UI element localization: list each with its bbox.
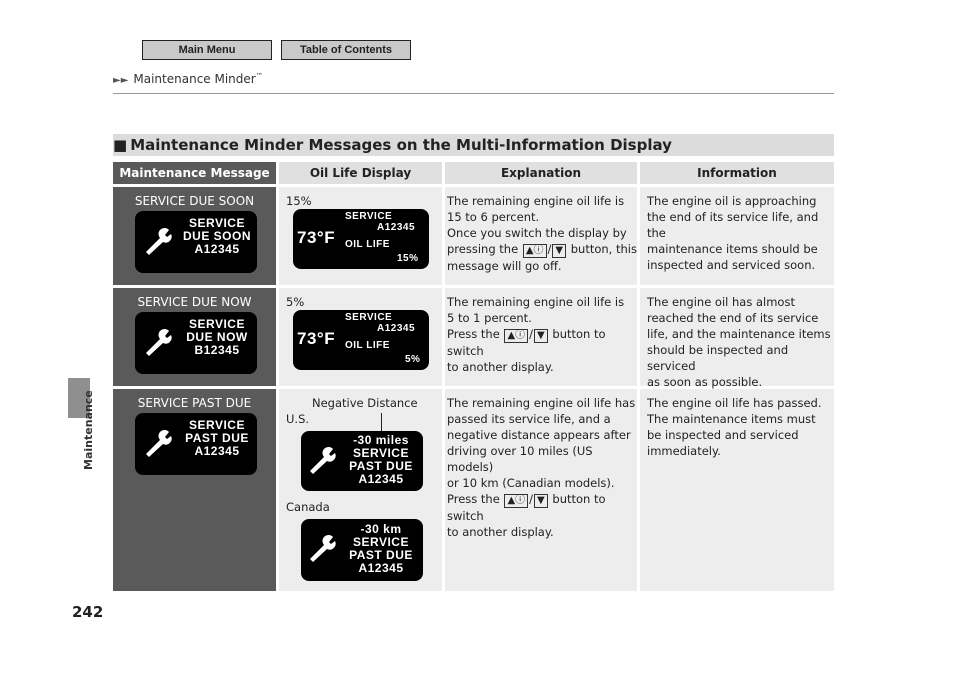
info-up-button-icon: ▲ⓘ — [522, 244, 547, 258]
oil-service-label: SERVICE — [345, 312, 393, 323]
display-line-3: A12345 — [358, 561, 404, 575]
oil-percent: 15% — [286, 194, 312, 208]
temperature-readout: 73°F — [297, 228, 336, 247]
us-label: U.S. — [286, 412, 310, 426]
wrench-icon — [310, 534, 336, 562]
message-cell-due-now: SERVICE DUE NOW SERVICE DUE NOW B12345 — [113, 288, 276, 386]
explanation-cell-due-soon: The remaining engine oil life is 15 to 6… — [445, 187, 637, 285]
display-line-2: PAST DUE — [349, 459, 413, 473]
explanation-text: The remaining engine oil life has passed… — [447, 396, 636, 539]
display-line-3: A12345 — [194, 242, 240, 256]
breadcrumb-text[interactable]: Maintenance Minder — [133, 72, 256, 86]
wrench-icon — [310, 446, 336, 474]
section-title-text: Maintenance Minder Messages on the Multi… — [130, 136, 672, 154]
info-up-button-icon: ▲ⓘ — [504, 329, 529, 343]
info-cell-due-soon: The engine oil is approaching the end of… — [640, 187, 834, 285]
wrench-icon — [146, 328, 172, 356]
explanation-cell-past-due: The remaining engine oil life has passed… — [445, 389, 637, 591]
oil-life-display: 73°F SERVICE A12345 OIL LIFE 15% — [293, 209, 429, 269]
down-button-icon: ▼ — [552, 244, 567, 258]
header-explanation: Explanation — [445, 162, 637, 184]
oil-service-label: SERVICE — [345, 211, 393, 222]
callout-line — [381, 413, 382, 431]
display-line-2: PAST DUE — [349, 548, 413, 562]
display-line-3: A12345 — [194, 444, 240, 458]
table-of-contents-button[interactable]: Table of Contents — [281, 40, 411, 60]
mid-display: SERVICE DUE NOW B12345 — [135, 312, 257, 374]
message-title: SERVICE PAST DUE — [137, 396, 252, 410]
oil-code: A12345 — [377, 323, 416, 334]
wrench-icon — [146, 227, 172, 255]
info-text: The engine oil life has passed. The main… — [647, 396, 822, 458]
section-title: ■Maintenance Minder Messages on the Mult… — [113, 134, 834, 156]
display-line-1: SERVICE — [189, 317, 245, 331]
section-marker-icon: ■ — [113, 136, 128, 154]
oil-code: A12345 — [377, 222, 416, 233]
display-line-1: SERVICE — [353, 446, 409, 460]
oil-life-label: OIL LIFE — [345, 340, 390, 351]
explanation-text: The remaining engine oil life is 15 to 6… — [447, 194, 637, 273]
header-oil-life-display: Oil Life Display — [279, 162, 442, 184]
oil-cell-due-now: 5% 73°F SERVICE A12345 OIL LIFE 5% — [279, 288, 442, 386]
info-cell-past-due: The engine oil life has passed. The main… — [640, 389, 834, 591]
info-text: The engine oil is approaching the end of… — [647, 194, 819, 272]
mid-display: SERVICE PAST DUE A12345 — [135, 413, 257, 475]
breadcrumb: ►► Maintenance Minder™ — [113, 72, 263, 86]
header-information: Information — [640, 162, 834, 184]
explanation-cell-due-now: The remaining engine oil life is 5 to 1 … — [445, 288, 637, 386]
oil-life-value: 15% — [397, 253, 419, 264]
wrench-icon — [146, 429, 172, 457]
canada-label: Canada — [286, 500, 330, 514]
display-line-2: DUE SOON — [182, 229, 251, 243]
message-title: SERVICE DUE SOON — [134, 194, 255, 208]
info-up-button-icon: ▲ⓘ — [504, 494, 529, 508]
header-maintenance-message: Maintenance Message — [113, 162, 276, 184]
message-cell-past-due: SERVICE PAST DUE SERVICE PAST DUE A12345 — [113, 389, 276, 591]
info-cell-due-now: The engine oil has almost reached the en… — [640, 288, 834, 389]
main-menu-button[interactable]: Main Menu — [142, 40, 272, 60]
trademark-symbol: ™ — [255, 72, 263, 80]
display-line-2: PAST DUE — [185, 431, 249, 445]
oil-life-value: 5% — [405, 354, 421, 365]
page-number: 242 — [72, 603, 104, 621]
message-cell-due-soon: SERVICE DUE SOON SERVICE DUE SOON A12345 — [113, 187, 276, 285]
side-tab-marker — [68, 378, 90, 418]
display-line-1: SERVICE — [353, 535, 409, 549]
oil-life-label: OIL LIFE — [345, 239, 390, 250]
display-line-1: SERVICE — [189, 216, 245, 230]
breadcrumb-arrows-icon: ►► — [113, 75, 129, 86]
us-display: -30 miles SERVICE PAST DUE A12345 — [301, 431, 423, 491]
oil-life-display: 73°F SERVICE A12345 OIL LIFE 5% — [293, 310, 429, 370]
distance-readout: -30 km — [360, 522, 402, 536]
side-label: Maintenance — [82, 390, 95, 470]
message-title: SERVICE DUE NOW — [137, 295, 252, 309]
down-button-icon: ▼ — [534, 494, 548, 508]
display-line-1: SERVICE — [189, 418, 245, 432]
distance-readout: -30 miles — [353, 433, 409, 447]
down-button-icon: ▼ — [534, 329, 548, 343]
explanation-text: The remaining engine oil life is 5 to 1 … — [447, 295, 625, 374]
header-divider — [113, 93, 834, 94]
mid-display: SERVICE DUE SOON A12345 — [135, 211, 257, 273]
display-line-2: DUE NOW — [186, 330, 248, 344]
info-text: The engine oil has almost reached the en… — [647, 295, 831, 389]
display-line-3: B12345 — [194, 343, 240, 357]
oil-cell-past-due: Negative Distance U.S. -30 miles SERVICE… — [279, 389, 442, 591]
display-line-3: A12345 — [358, 472, 404, 486]
temperature-readout: 73°F — [297, 329, 336, 348]
negative-distance-label: Negative Distance — [312, 396, 418, 410]
oil-percent: 5% — [286, 295, 305, 309]
oil-cell-due-soon: 15% 73°F SERVICE A12345 OIL LIFE 15% — [279, 187, 442, 285]
canada-display: -30 km SERVICE PAST DUE A12345 — [301, 519, 423, 581]
